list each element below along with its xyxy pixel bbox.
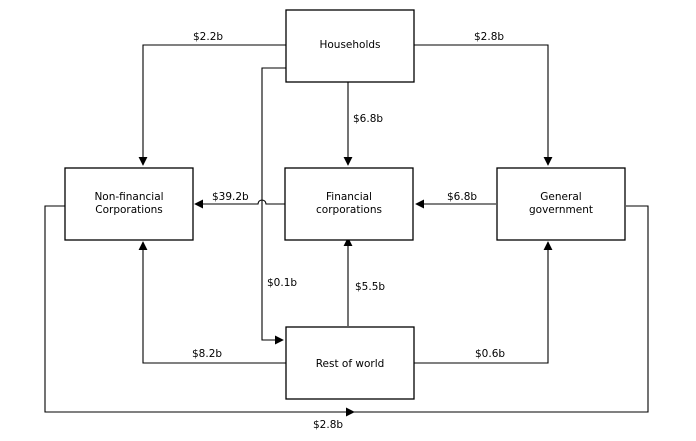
non-financial-label-line-2: Corporations [95,204,163,216]
flow-label-rest-of-world-to-government: $0.6b [475,348,505,360]
flow-label-households-to-government: $2.8b [474,31,504,43]
flow-label-government-to-nonfinancial: $2.8b [313,419,343,431]
flow-label-government-to-financial: $6.8b [447,191,477,203]
flow-label-households-to-rest-of-world: $0.1b [267,277,297,289]
financial-label-line-1: Financial [326,191,372,203]
connector-rest-of-world-to-government [414,241,553,364]
financial-label-line-2: corporations [316,204,382,216]
connector-rest-of-world-to-nonfinancial [138,241,286,364]
flow-label-rest-of-world-to-financial: $5.5b [355,281,385,293]
connector-households-to-nonfinancial [138,44,286,166]
government-label-line-1: General [540,191,581,203]
rest-of-world-label: Rest of world [316,358,385,370]
government-label-line-2: government [529,204,593,216]
flow-label-households-to-nonfinancial: $2.2b [193,31,223,43]
financial-corporations-node: Financial corporations [284,167,414,241]
flow-label-rest-of-world-to-nonfinancial: $8.2b [192,348,222,360]
flow-label-households-to-financial: $6.8b [353,113,383,125]
households-label: Households [319,39,380,51]
rest-of-world-node: Rest of world [285,326,415,400]
connector-households-to-government [414,44,553,166]
flow-label-financial-to-nonfinancial: $39.2b [212,191,249,203]
non-financial-label-line-1: Non-financial [94,191,163,203]
non-financial-corporations-node: Non-financial Corporations [64,167,194,241]
connector-households-to-rest-of-world [261,67,286,345]
general-government-node: General government [496,167,626,241]
households-node: Households [285,9,415,83]
